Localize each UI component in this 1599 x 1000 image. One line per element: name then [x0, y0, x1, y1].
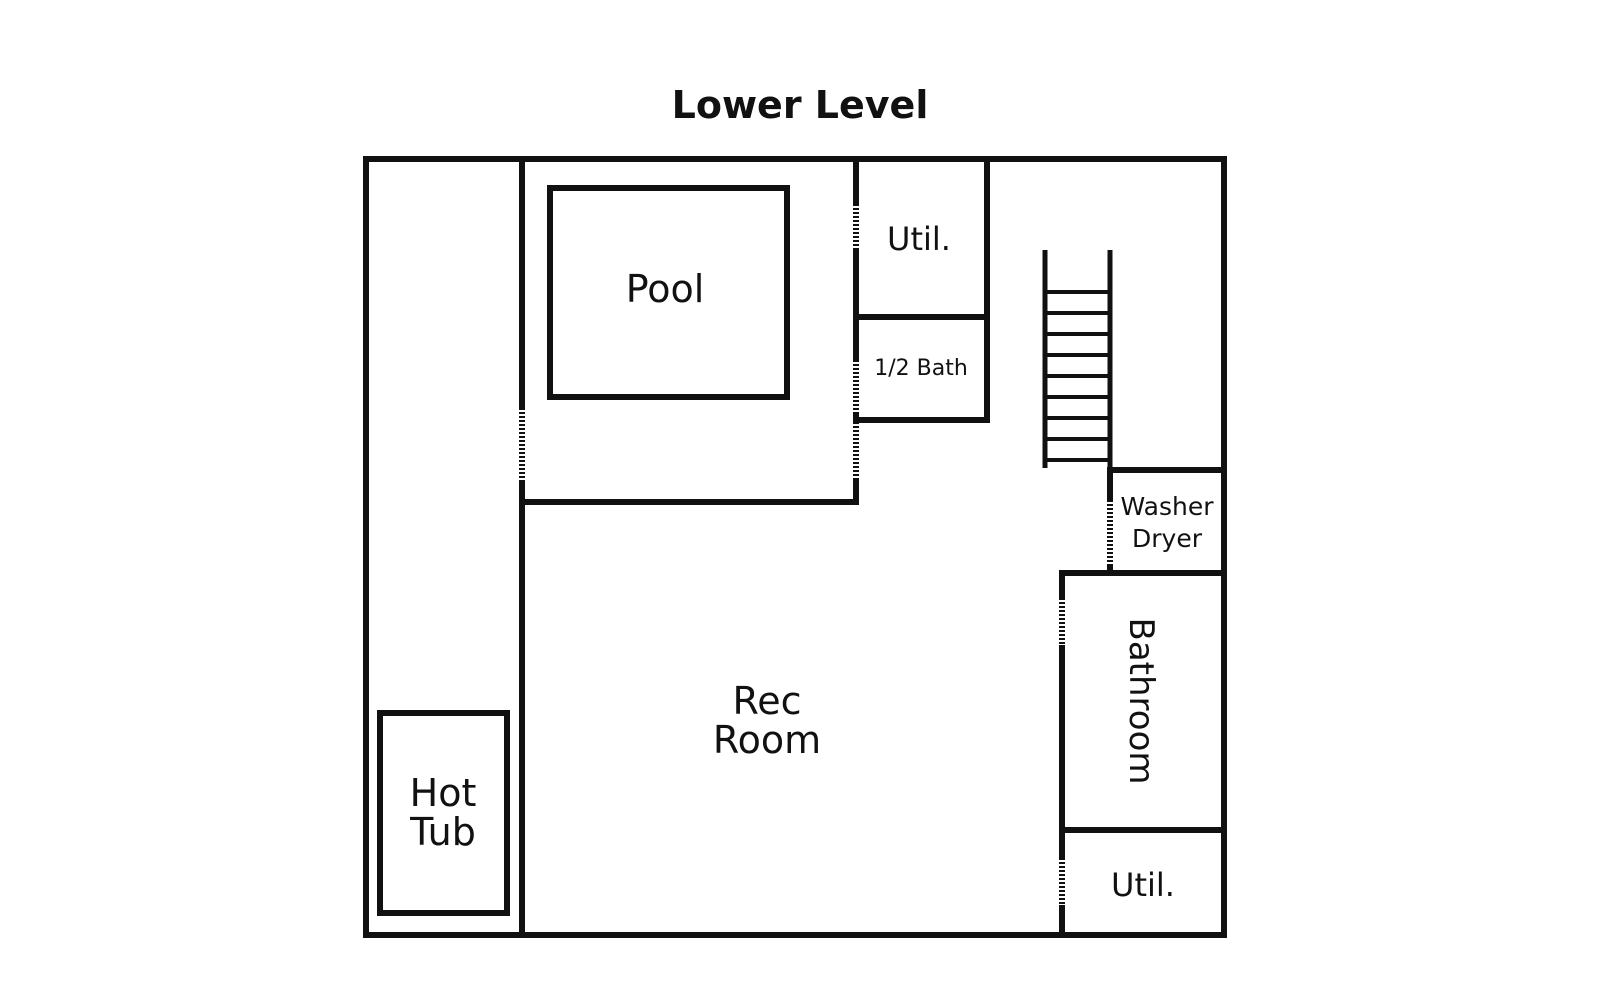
dryer-label: Dryer [1132, 524, 1203, 553]
util-top-label: Util. [887, 220, 951, 258]
outer-wall [363, 156, 1227, 938]
half-bath-label: 1/2 Bath [874, 356, 968, 381]
stairs-icon [1042, 250, 1113, 468]
util-bottom-label: Util. [1111, 866, 1175, 904]
rec-room-label-line2: Room [713, 718, 821, 762]
washer-label: Washer [1121, 492, 1215, 521]
rec-room-label-line1: Rec [733, 679, 802, 723]
doorways [519, 206, 1113, 905]
pool [547, 185, 790, 400]
hot-tub-label-line2: Tub [409, 810, 476, 854]
pool-label: Pool [626, 267, 705, 311]
hot-tub [377, 710, 510, 916]
hot-tub-label-line1: Hot [410, 771, 477, 815]
bathroom-label: Bathroom [1121, 618, 1161, 785]
page-title: Lower Level [672, 83, 929, 127]
